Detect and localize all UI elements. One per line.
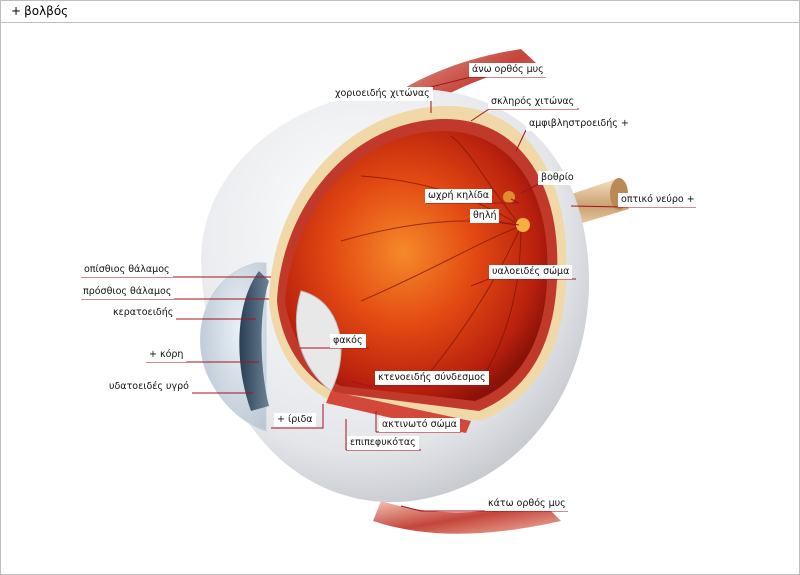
title-bar: +βολβός bbox=[1, 1, 799, 23]
label-conjunctiva[interactable]: επιπεφυκότας bbox=[347, 436, 419, 450]
label-aqueous-humor[interactable]: υδατοειδές υγρό bbox=[106, 380, 192, 394]
label-optic-disc[interactable]: θηλή bbox=[470, 209, 499, 223]
label-zonule[interactable]: κτενοειδής σύνδεσμος bbox=[375, 371, 489, 385]
label-optic-nerve[interactable]: οπτικό νεύρο + bbox=[618, 193, 698, 207]
diagram-title[interactable]: +βολβός bbox=[11, 4, 68, 18]
label-sclera[interactable]: σκληρός χιτώνας bbox=[488, 95, 577, 109]
label-superior-rectus[interactable]: άνω ορθός μυς bbox=[469, 63, 547, 77]
title-text: βολβός bbox=[24, 4, 68, 18]
label-choroid[interactable]: χοριοειδής χιτώνας bbox=[332, 87, 433, 101]
label-ciliary-body[interactable]: ακτινωτό σώμα bbox=[379, 418, 460, 432]
label-inferior-rectus[interactable]: κάτω ορθός μυς bbox=[485, 497, 569, 511]
label-posterior-chamber[interactable]: οπίσθιος θάλαμος bbox=[81, 263, 173, 277]
label-vitreous-body[interactable]: υαλοειδές σώμα bbox=[489, 265, 572, 279]
expand-icon: + bbox=[11, 4, 21, 18]
label-iris[interactable]: + ίριδα bbox=[274, 413, 316, 427]
label-fovea[interactable]: βοθρίο bbox=[538, 171, 577, 185]
label-lens[interactable]: φακός bbox=[330, 334, 366, 348]
label-retina[interactable]: αμφιβληστροειδής + bbox=[526, 117, 632, 131]
label-anterior-chamber[interactable]: πρόσθιος θάλαμος bbox=[80, 285, 174, 299]
label-cornea[interactable]: κερατοειδής bbox=[110, 306, 176, 320]
label-pupil[interactable]: + κόρη bbox=[146, 348, 186, 362]
label-macula[interactable]: ωχρή κηλίδα bbox=[425, 189, 492, 203]
macula bbox=[503, 191, 515, 203]
